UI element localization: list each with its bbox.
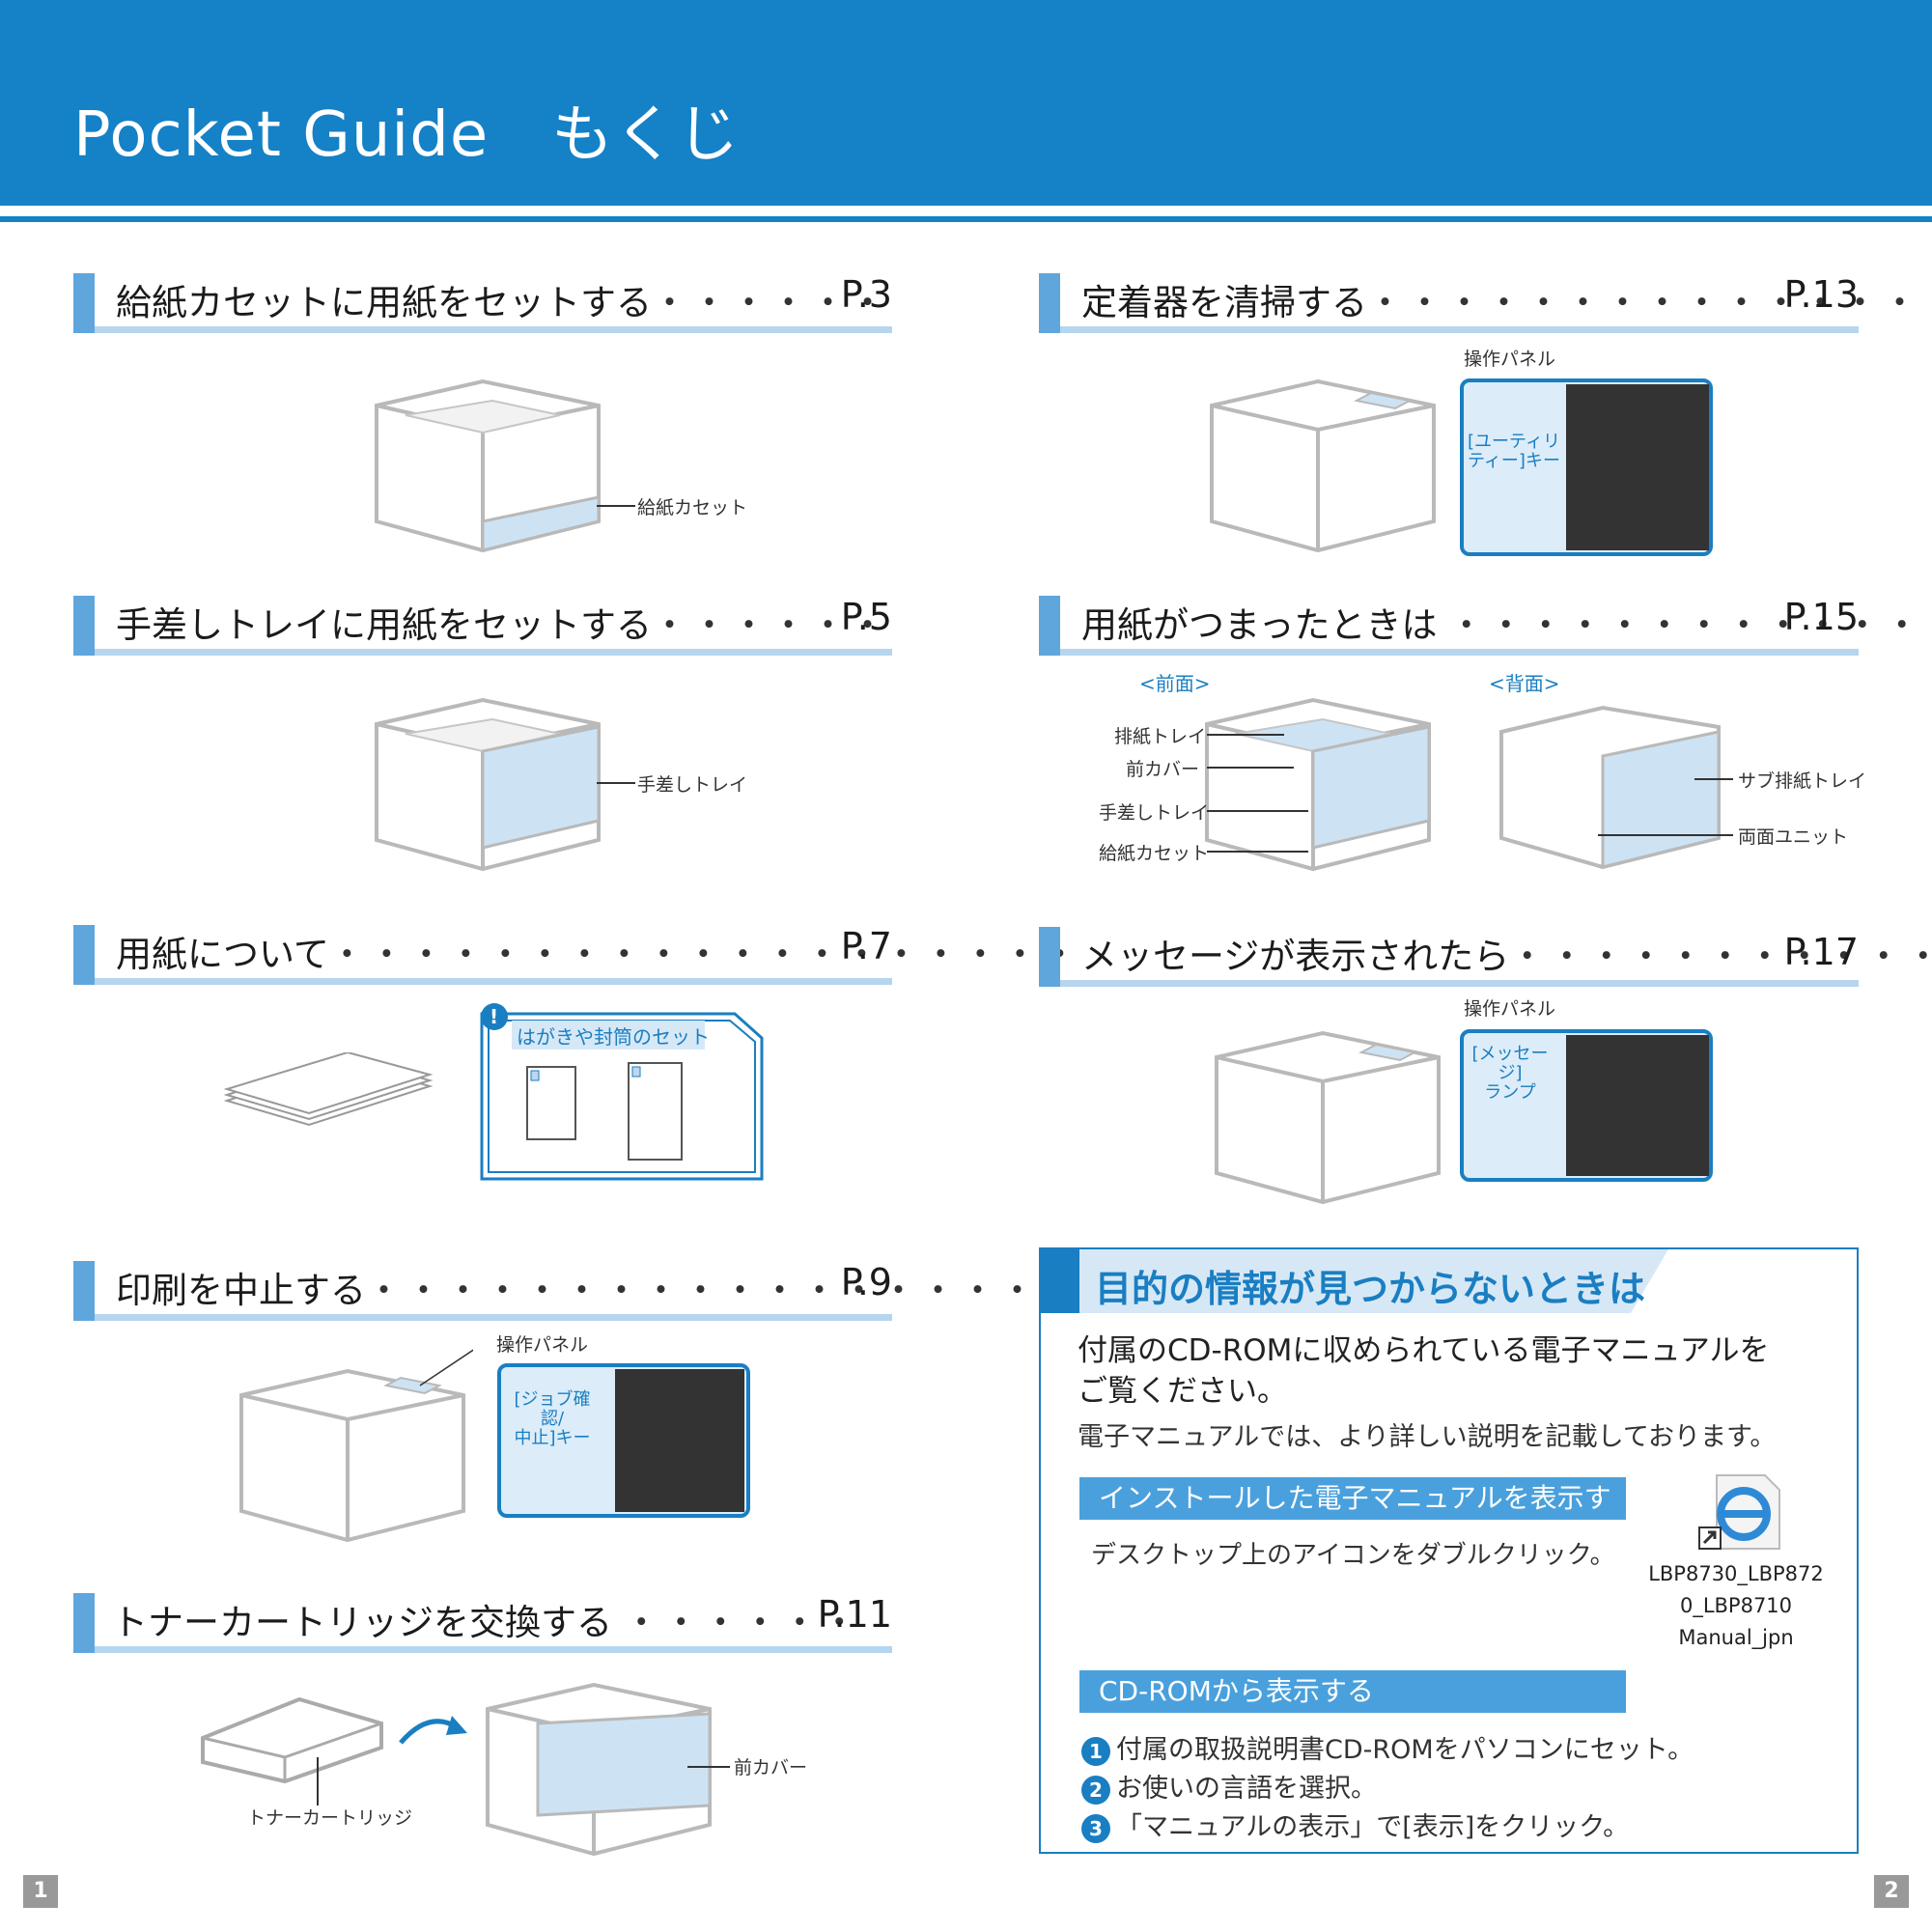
section-page-link[interactable]: P.5 bbox=[840, 596, 892, 638]
section-title: 給紙カセットに用紙をセットする bbox=[116, 282, 652, 323]
label-back-view: <背面> bbox=[1489, 672, 1560, 695]
leader-dots: ・・・・・・・・・・・・・・・・・・ bbox=[366, 1270, 1078, 1311]
header-rule bbox=[0, 216, 1932, 222]
leader-dots: ・・・・・・・・・・・・・ bbox=[1448, 604, 1932, 646]
label-op-panel-fuser: 操作パネル bbox=[1464, 349, 1556, 370]
page-title: Pocket Guide もくじ bbox=[73, 99, 741, 171]
section-messages[interactable]: メッセージが表示されたら・・・・・・・・・・・・ P.17 bbox=[1039, 927, 1932, 987]
section-paper-cassette[interactable]: 給紙カセットに用紙をセットする・・・・・・ P.3 bbox=[73, 273, 892, 333]
section-fuser-cleaning[interactable]: 定着器を清掃する・・・・・・・・・・・・・・・ P.13 bbox=[1039, 273, 1932, 333]
manual-shortcut-icon[interactable] bbox=[1697, 1473, 1784, 1551]
toner-cartridge-illustration bbox=[201, 1696, 383, 1784]
info-sub-text: 電子マニュアルでは、より詳しい説明を記載しております。 bbox=[1078, 1422, 1777, 1452]
printer-panel-illustration-left bbox=[239, 1349, 473, 1543]
leader-dots: ・・・・・・・・・・・・・・・ bbox=[1367, 282, 1932, 323]
control-panel-image bbox=[1566, 384, 1709, 550]
section-title: トナーカートリッジを交換する bbox=[112, 1602, 612, 1643]
control-panel-image bbox=[1566, 1035, 1709, 1176]
section-title: 手差しトレイに用紙をセットする bbox=[116, 604, 652, 646]
printer-cassette-illustration bbox=[375, 378, 601, 553]
label-op-panel-left: 操作パネル bbox=[496, 1334, 589, 1356]
label-sub-output-tray: サブ排紙トレイ bbox=[1738, 770, 1867, 792]
section-page-link[interactable]: P.17 bbox=[1783, 931, 1859, 973]
label-job-key: [ジョブ確認/中止]キー bbox=[514, 1389, 591, 1448]
section-page-link[interactable]: P.7 bbox=[840, 925, 892, 967]
leader-dots: ・・・・・・・・・・・・ bbox=[1509, 936, 1932, 977]
step-item: 3「マニュアルの表示」で[表示]をクリック。 bbox=[1081, 1806, 1629, 1843]
section-page-link[interactable]: P.15 bbox=[1783, 596, 1859, 638]
section-toner[interactable]: トナーカートリッジを交換する ・・・・・・ P.11 bbox=[73, 1593, 892, 1653]
cdrom-heading: CD-ROMから表示する bbox=[1079, 1670, 1626, 1713]
section-page-link[interactable]: P.11 bbox=[817, 1593, 892, 1636]
printer-panel-illustration-fuser bbox=[1210, 378, 1436, 553]
label-front-cover: 前カバー bbox=[734, 1757, 808, 1778]
section-paper-jam[interactable]: 用紙がつまったときは ・・・・・・・・・・・・・ P.15 bbox=[1039, 596, 1932, 656]
label-front-view: <前面> bbox=[1139, 672, 1211, 695]
section-about-paper[interactable]: 用紙について・・・・・・・・・・・・・・・・・・・ P.7 bbox=[73, 925, 1078, 985]
printer-front-cover-illustration bbox=[486, 1682, 712, 1857]
printer-manual-tray-illustration bbox=[375, 697, 601, 872]
section-title: 印刷を中止する bbox=[116, 1270, 366, 1311]
info-title: 目的の情報が見つからないときは bbox=[1095, 1268, 1646, 1310]
section-page-link[interactable]: P.3 bbox=[840, 273, 892, 316]
section-title: 用紙がつまったときは bbox=[1081, 604, 1438, 646]
info-main-text: 付属のCD-ROMに収められている電子マニュアルをご覧ください。 bbox=[1078, 1333, 1770, 1409]
leader-dots: ・・・・・・ bbox=[652, 282, 889, 323]
printer-panel-illustration-msg bbox=[1215, 1030, 1441, 1205]
leader-dots: ・・・・・・ bbox=[652, 604, 889, 646]
label-duplex-unit: 両面ユニット bbox=[1738, 826, 1849, 848]
label-manual-tray: 手差しトレイ bbox=[637, 774, 748, 796]
section-title: 定着器を清掃する bbox=[1081, 282, 1367, 323]
leader-dots: ・・・・・・ bbox=[623, 1602, 861, 1643]
section-cancel-print[interactable]: 印刷を中止する・・・・・・・・・・・・・・・・・・ P.9 bbox=[73, 1261, 1075, 1321]
section-title: メッセージが表示されたら bbox=[1081, 936, 1510, 977]
paper-stack-illustration bbox=[223, 1052, 434, 1127]
section-page-link[interactable]: P.13 bbox=[1783, 273, 1859, 316]
label-manual-tray-jam: 手差しトレイ bbox=[1099, 802, 1210, 824]
page-header: Pocket Guide もくじ bbox=[0, 0, 1932, 206]
label-card-envelope: はがきや封筒のセット bbox=[517, 1025, 710, 1049]
label-op-panel-msg: 操作パネル bbox=[1464, 998, 1556, 1020]
control-panel-image bbox=[615, 1369, 744, 1512]
printer-jam-front-illustration bbox=[1205, 697, 1431, 872]
label-utility-key: [ユーティリティー]キー bbox=[1468, 432, 1560, 471]
printer-jam-back-illustration bbox=[1499, 705, 1721, 870]
label-output-tray: 排紙トレイ bbox=[1114, 726, 1207, 747]
card-envelope-box: ! bbox=[480, 1003, 764, 1181]
section-page-link[interactable]: P.9 bbox=[840, 1261, 892, 1303]
label-front-cover-jam: 前カバー bbox=[1126, 759, 1200, 780]
info-box: 目的の情報が見つからないときは 付属のCD-ROMに収められている電子マニュアル… bbox=[1039, 1247, 1859, 1854]
installed-manual-text: デスクトップ上のアイコンをダブルクリック。 bbox=[1091, 1541, 1615, 1570]
leader-dots: ・・・・・・・・・・・・・・・・・・・ bbox=[328, 934, 1081, 975]
svg-text:!: ! bbox=[490, 1005, 498, 1028]
label-paper-cassette: 給紙カセット bbox=[637, 497, 748, 518]
installed-manual-heading: インストールした電子マニュアルを表示する bbox=[1079, 1477, 1626, 1556]
page-number-left: 1 bbox=[23, 1875, 58, 1908]
arrow-icon bbox=[399, 1716, 467, 1745]
label-paper-cassette-jam: 給紙カセット bbox=[1099, 843, 1210, 864]
page-number-right: 2 bbox=[1874, 1875, 1909, 1908]
section-title: 用紙について bbox=[116, 934, 329, 975]
label-message-lamp: [メッセージ]ランプ bbox=[1471, 1044, 1549, 1103]
section-manual-tray[interactable]: 手差しトレイに用紙をセットする・・・・・・ P.5 bbox=[73, 596, 892, 656]
label-toner: トナーカートリッジ bbox=[247, 1807, 413, 1829]
